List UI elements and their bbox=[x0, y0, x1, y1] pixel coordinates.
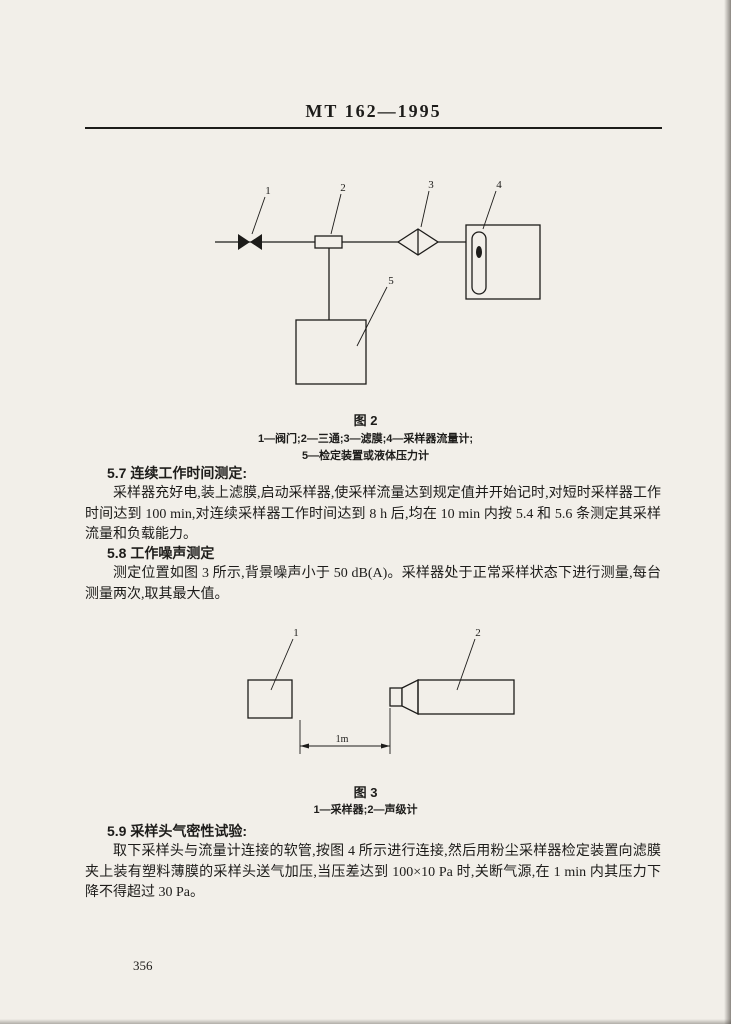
callout-2: 2 bbox=[475, 627, 481, 639]
callout-leader-2 bbox=[330, 193, 342, 235]
flow-meter-box bbox=[465, 224, 541, 300]
sound-meter-taper bbox=[401, 678, 419, 716]
callout-leader-1 bbox=[251, 196, 266, 235]
figure3-caption: 图 3 bbox=[353, 785, 378, 800]
callout-4: 4 bbox=[496, 179, 502, 191]
rotameter-float bbox=[476, 246, 482, 258]
figure3-diagram: 1 2 1m bbox=[247, 627, 515, 754]
section-5-9-heading: 5.9 采样头气密性试验: bbox=[107, 823, 248, 839]
section-5-7-body: 采样器充好电,装上滤膜,启动采样器,使采样流量达到规定值并开始记时,对短时采样器… bbox=[85, 486, 661, 542]
dimension-arrow-right bbox=[381, 743, 390, 749]
dimension-label: 1m bbox=[336, 734, 349, 745]
section-5-8-heading: 5.8 工作噪声测定 bbox=[107, 545, 215, 561]
valve-icon bbox=[238, 234, 250, 250]
section-5-9-body: 取下采样头与流量计连接的软管,按图 4 所示进行连接,然后用粉尘采样器检定装置向… bbox=[85, 844, 661, 900]
figure2-legend-line1: 1—阀门;2—三通;3—滤膜;4—采样器流量计; bbox=[257, 433, 474, 445]
figure2-caption: 图 2 bbox=[353, 413, 378, 428]
callout-leader-1 bbox=[270, 638, 294, 691]
figure2-legend-line2: 5—检定装置或液体压力计 bbox=[301, 450, 430, 462]
callout-leader-2 bbox=[456, 638, 476, 691]
callout-leader-4 bbox=[482, 190, 497, 230]
rotameter-tube bbox=[471, 231, 487, 295]
callout-3: 3 bbox=[428, 179, 434, 191]
callout-1: 1 bbox=[265, 185, 271, 197]
valve-icon bbox=[250, 234, 262, 250]
section-5-7-heading: 5.7 连续工作时间测定: bbox=[107, 465, 248, 481]
header-rule bbox=[85, 127, 662, 129]
figure2-diagram: 1 2 3 4 5 bbox=[215, 179, 541, 385]
section-5-8-body: 测定位置如图 3 所示,背景噪声小于 50 dB(A)。采样器处于正常采样状态下… bbox=[85, 566, 661, 602]
sound-meter-tip bbox=[389, 687, 403, 707]
callout-leader-3 bbox=[420, 190, 430, 228]
tee-connector bbox=[314, 235, 343, 249]
standard-number: MT 162—1995 bbox=[305, 101, 442, 121]
callout-5: 5 bbox=[388, 275, 394, 287]
callout-1: 1 bbox=[293, 627, 299, 639]
dimension-arrow-left bbox=[300, 743, 309, 749]
callout-2: 2 bbox=[340, 182, 346, 194]
callout-leader-5 bbox=[356, 286, 388, 347]
scan-edge-bottom bbox=[0, 1019, 731, 1024]
sampler-box bbox=[247, 679, 293, 719]
calibration-device-box bbox=[295, 319, 367, 385]
figure3-legend-line1: 1—采样器;2—声级计 bbox=[313, 804, 418, 816]
scan-edge-right bbox=[724, 0, 731, 1024]
sound-meter-body bbox=[417, 679, 515, 715]
page-number: 356 bbox=[133, 958, 153, 973]
